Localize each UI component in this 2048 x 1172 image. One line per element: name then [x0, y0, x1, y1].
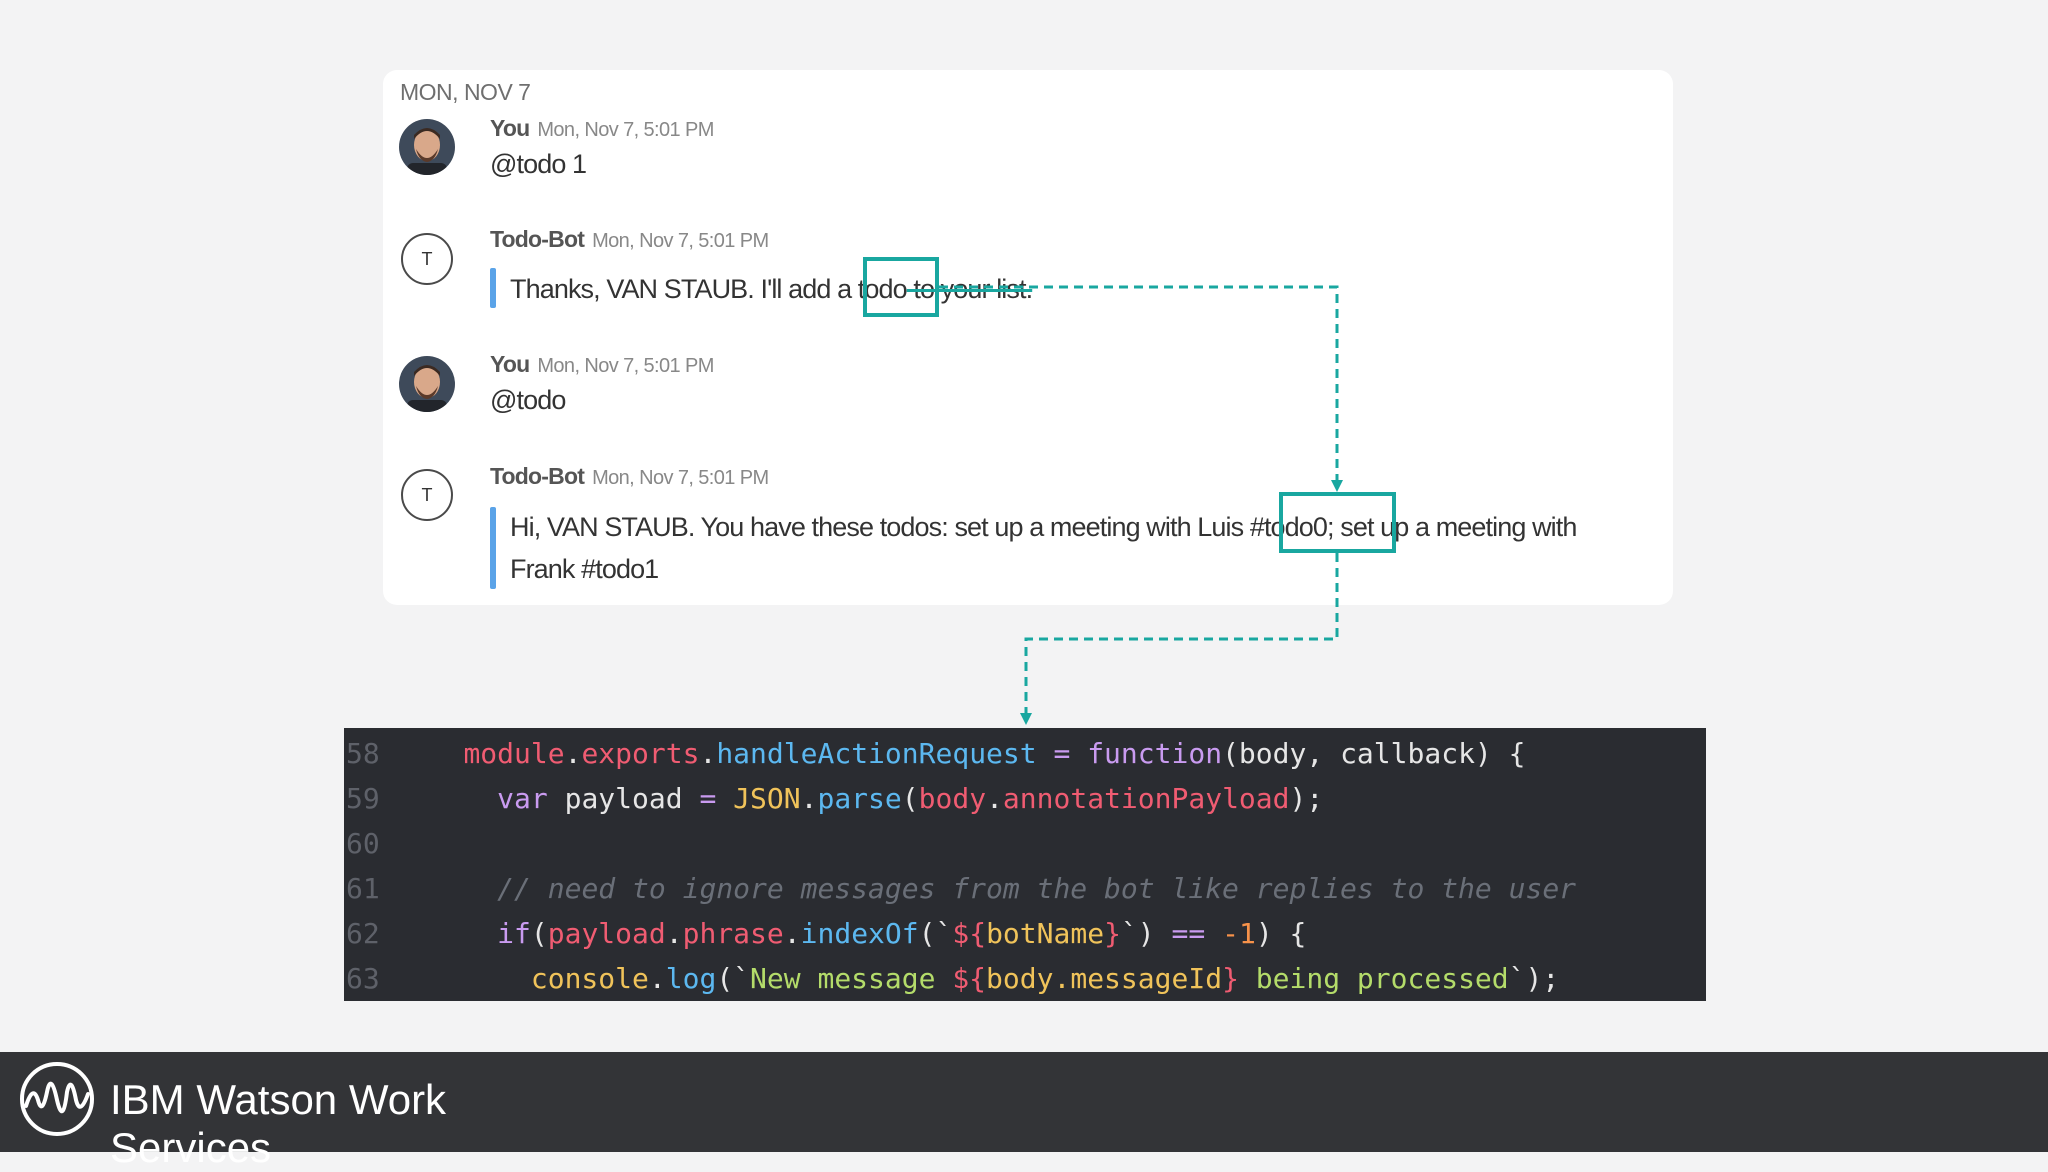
code-token: body — [918, 782, 987, 815]
code-token: . — [648, 962, 666, 995]
footer-bar — [0, 1052, 2048, 1152]
code-token: . — [699, 737, 717, 770]
code-token: payload — [547, 917, 666, 950]
code-line: 61 // need to ignore messages from the b… — [344, 866, 1576, 911]
code-token: module — [463, 737, 565, 770]
bot-avatar-letter: T — [421, 248, 433, 269]
code-token: phrase — [682, 917, 784, 950]
code-token: JSON — [733, 782, 801, 815]
code-line: 62 if(payload.phrase.indexOf(`${botName}… — [344, 911, 1306, 956]
message-text: @todo 1 — [490, 149, 587, 179]
code-token: exports — [581, 737, 700, 770]
message-timestamp: Mon, Nov 7, 5:01 PM — [537, 355, 714, 377]
highlight-box-todo0 — [1279, 492, 1396, 553]
code-token: . — [986, 782, 1003, 815]
code-token: (` — [716, 962, 751, 995]
code-token: ) { — [1255, 917, 1307, 950]
message-text: Thanks, VAN STAUB. I'll add a todo to yo… — [510, 268, 1033, 310]
message-line-2: Frank #todo1 — [510, 554, 659, 584]
sender-name: You — [490, 351, 530, 377]
sender-name: You — [490, 115, 530, 141]
quote-bar — [490, 268, 496, 308]
code-line: 63 console.log(`New message ${body.messa… — [344, 956, 1559, 1001]
sender-name: Todo-Bot — [490, 226, 585, 252]
code-token: annotationPayload — [1002, 782, 1290, 815]
line-number: 62 — [346, 917, 380, 950]
code-token: botName — [986, 917, 1105, 950]
message-header: Todo-Bot Mon, Nov 7, 5:01 PM — [490, 463, 769, 490]
line-number: 60 — [346, 827, 380, 860]
message-line-1: Hi, VAN STAUB. You have these todos: set… — [510, 506, 1577, 548]
bot-avatar[interactable]: T — [401, 233, 453, 285]
code-token: var — [497, 782, 548, 815]
message-text: @todo — [490, 385, 566, 415]
message-timestamp: Mon, Nov 7, 5:01 PM — [537, 119, 714, 141]
code-token — [716, 782, 733, 815]
code-token: = — [699, 782, 717, 815]
code-token: } — [1222, 962, 1239, 995]
code-token: if — [497, 917, 531, 950]
code-token: indexOf — [800, 917, 919, 950]
bot-avatar[interactable]: T — [401, 469, 453, 521]
code-token: . — [564, 737, 582, 770]
message-timestamp: Mon, Nov 7, 5:01 PM — [592, 230, 769, 252]
code-token: ); — [1289, 782, 1324, 815]
message-timestamp: Mon, Nov 7, 5:01 PM — [592, 467, 769, 489]
message-text: Hi, VAN STAUB. You have these todos: set… — [510, 506, 1577, 590]
line-number: 61 — [346, 872, 380, 905]
highlighted-tag: #todo0; — [1249, 512, 1335, 542]
code-token: parse — [817, 782, 902, 815]
code-line: 58 module.exports.handleActionRequest = … — [344, 731, 1526, 776]
highlight-box-todo — [863, 257, 939, 317]
code-token: } — [1104, 917, 1121, 950]
code-editor: 58 module.exports.handleActionRequest = … — [344, 728, 1706, 1001]
code-token: (body, callback) { — [1222, 737, 1526, 770]
code-line: 60 — [344, 821, 396, 866]
user-avatar[interactable] — [399, 119, 455, 175]
quote-bar — [490, 507, 496, 589]
code-token: ${ — [952, 962, 987, 995]
code-token: ( — [901, 782, 919, 815]
text-part: Hi, VAN STAUB. You have these todos: set… — [510, 512, 1250, 542]
code-token: -1 — [1222, 917, 1256, 950]
message-header: Todo-Bot Mon, Nov 7, 5:01 PM — [490, 226, 769, 253]
code-token: == — [1171, 917, 1206, 950]
message-header: You Mon, Nov 7, 5:01 PM — [490, 351, 714, 378]
code-token: . — [783, 917, 801, 950]
code-token: `); — [1508, 962, 1560, 995]
code-token: payload — [547, 782, 700, 815]
line-number: 59 — [346, 782, 380, 815]
line-number: 63 — [346, 962, 380, 995]
line-number: 58 — [346, 737, 380, 770]
text-part: set up a meeting with — [1333, 512, 1577, 542]
code-token: (` — [918, 917, 953, 950]
code-line: 59 var payload = JSON.parse(body.annotat… — [344, 776, 1323, 821]
code-token: handleActionRequest — [716, 737, 1037, 770]
code-token: . — [800, 782, 818, 815]
code-token: ${ — [952, 917, 987, 950]
message-header: You Mon, Nov 7, 5:01 PM — [490, 115, 714, 142]
code-token: New message — [750, 962, 953, 995]
code-token: = — [1036, 737, 1088, 770]
code-token: function — [1087, 737, 1223, 770]
text-part: Thanks, VAN STAUB. I'll add a — [510, 274, 858, 304]
code-token: . — [665, 917, 683, 950]
user-avatar[interactable] — [399, 356, 455, 412]
code-token: ( — [530, 917, 548, 950]
code-token: console — [530, 962, 649, 995]
brand-name: IBM Watson Work Services — [110, 1076, 447, 1171]
code-token — [1205, 917, 1222, 950]
code-token: body.messageId — [986, 962, 1223, 995]
bot-avatar-letter: T — [421, 484, 433, 505]
sender-name: Todo-Bot — [490, 463, 585, 489]
code-token: `) — [1120, 917, 1172, 950]
code-comment: // need to ignore messages from the bot … — [497, 872, 1577, 905]
watson-logo-icon — [20, 1062, 94, 1136]
date-divider: MON, NOV 7 — [400, 79, 531, 105]
code-token: being processed — [1238, 962, 1509, 995]
code-token: log — [665, 962, 717, 995]
